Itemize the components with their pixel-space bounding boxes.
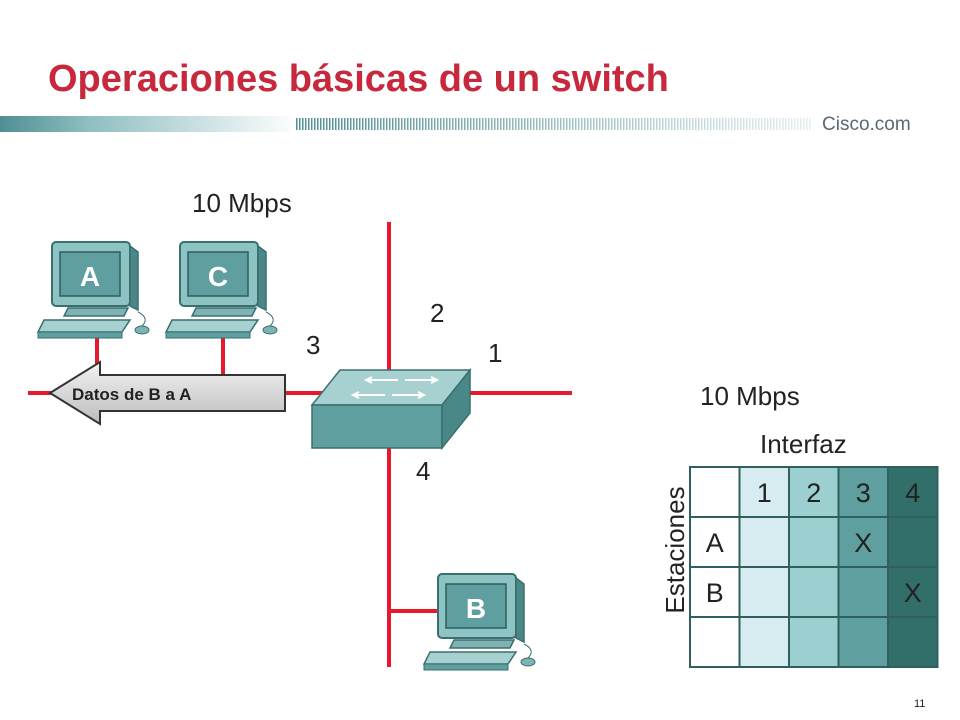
table-cell bbox=[738, 516, 790, 568]
brand-logo-text: Cisco.com bbox=[822, 114, 911, 135]
computer-letter: A bbox=[80, 261, 100, 292]
table-cell bbox=[738, 566, 790, 618]
table-cell bbox=[837, 566, 889, 618]
station-port-table: 1 2 3 4A X B X bbox=[689, 466, 939, 668]
port-label-1: 1 bbox=[488, 338, 502, 368]
table-mark: X bbox=[854, 528, 872, 558]
table-column-label: 4 bbox=[905, 478, 920, 508]
port-label-3: 3 bbox=[306, 330, 320, 360]
data-flow-label: Datos de B a A bbox=[72, 385, 191, 404]
computer-b-icon: B bbox=[422, 573, 536, 671]
header-stripes bbox=[296, 118, 811, 130]
table-row-label: A bbox=[706, 528, 724, 558]
table-column-label: 1 bbox=[757, 478, 772, 508]
header-band bbox=[0, 116, 811, 132]
table-cell bbox=[788, 616, 840, 668]
table-cell bbox=[689, 466, 741, 518]
table-column-label: 2 bbox=[806, 478, 821, 508]
table-cell bbox=[887, 566, 939, 618]
table-cell bbox=[788, 516, 840, 568]
table-column-label: 3 bbox=[856, 478, 871, 508]
table-cell bbox=[689, 616, 741, 668]
page-number: 11 bbox=[914, 698, 926, 710]
table-row-header: Estaciones bbox=[660, 486, 690, 613]
computer-a-icon: A bbox=[36, 241, 150, 339]
table-cell bbox=[738, 616, 790, 668]
table-cell bbox=[887, 516, 939, 568]
table-cell bbox=[837, 516, 889, 568]
network-speed-label: 10 Mbps bbox=[192, 188, 292, 218]
table-speed-label: 10 Mbps bbox=[700, 381, 800, 411]
port-label-4: 4 bbox=[416, 456, 430, 486]
slide-title: Operaciones básicas de un switch bbox=[48, 58, 669, 100]
table-cell bbox=[788, 466, 840, 518]
table-cell bbox=[837, 616, 889, 668]
table-row-label: B bbox=[706, 578, 724, 608]
computer-letter: B bbox=[466, 593, 486, 624]
network-diagram: Datos de B a A 1 2 3 4 10 Mbps A C B 10 … bbox=[28, 188, 939, 671]
port-label-2: 2 bbox=[430, 298, 444, 328]
table-cell bbox=[887, 616, 939, 668]
table-column-header: Interfaz bbox=[760, 429, 847, 459]
computer-letter: C bbox=[208, 261, 228, 292]
table-cell bbox=[887, 466, 939, 518]
computer-c-icon: C bbox=[164, 241, 278, 339]
table-mark: X bbox=[904, 578, 922, 608]
table-cell bbox=[689, 566, 741, 618]
switch-icon bbox=[310, 367, 472, 451]
data-flow-arrow: Datos de B a A bbox=[48, 360, 286, 426]
table-cell bbox=[788, 566, 840, 618]
